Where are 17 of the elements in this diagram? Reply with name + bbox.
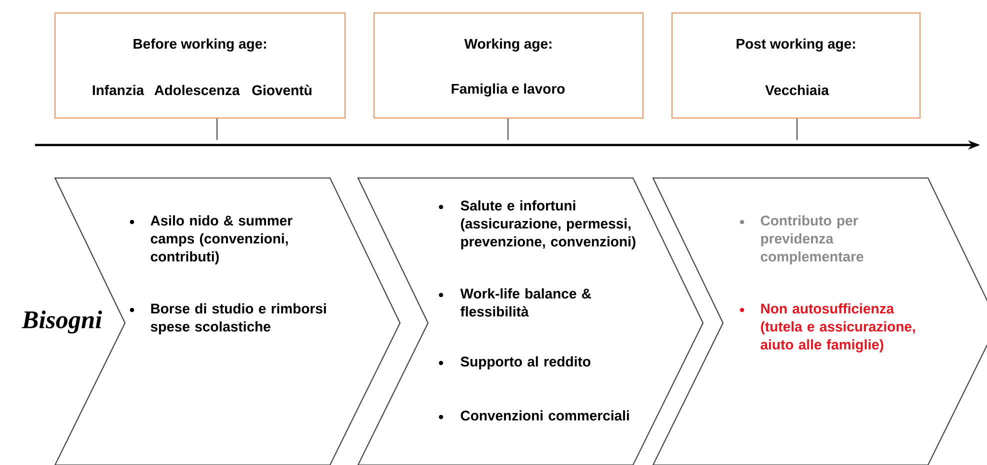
node-label: Infanzia [92,84,144,96]
node-label: Working age: [464,38,552,52]
row-heading: Bisogni [22,310,102,334]
bullet-item: Convenzioni commerciali [438,410,629,421]
bullet-item: Work-life balance & flessibilità [438,288,592,317]
bullet-item: Contributo per previdenza complementare [740,215,864,264]
node-label: Post working age: [736,38,855,52]
node-label: Gioventù [252,84,312,96]
bullet-item: Salute e infortuni (assicurazione, permessi, prevenzione, convenzioni) [438,200,636,250]
node-label: Adolescenza [154,84,240,96]
node-label: Vecchiaia [765,84,829,96]
bullet-item: Borse di studio e rimborsi spese scolastiche [130,303,326,334]
node-label: Before working age: [134,38,266,52]
bullet-item: Asilo nido & summer camps (convenzioni, contributi) [130,215,292,264]
bullet-item: Non autosufficienza (tutela e assicurazione, aiuto alle famiglie) [740,303,915,352]
bullet-item: Supporto al reddito [438,356,590,370]
node-label: Famiglia e lavoro [452,83,565,97]
